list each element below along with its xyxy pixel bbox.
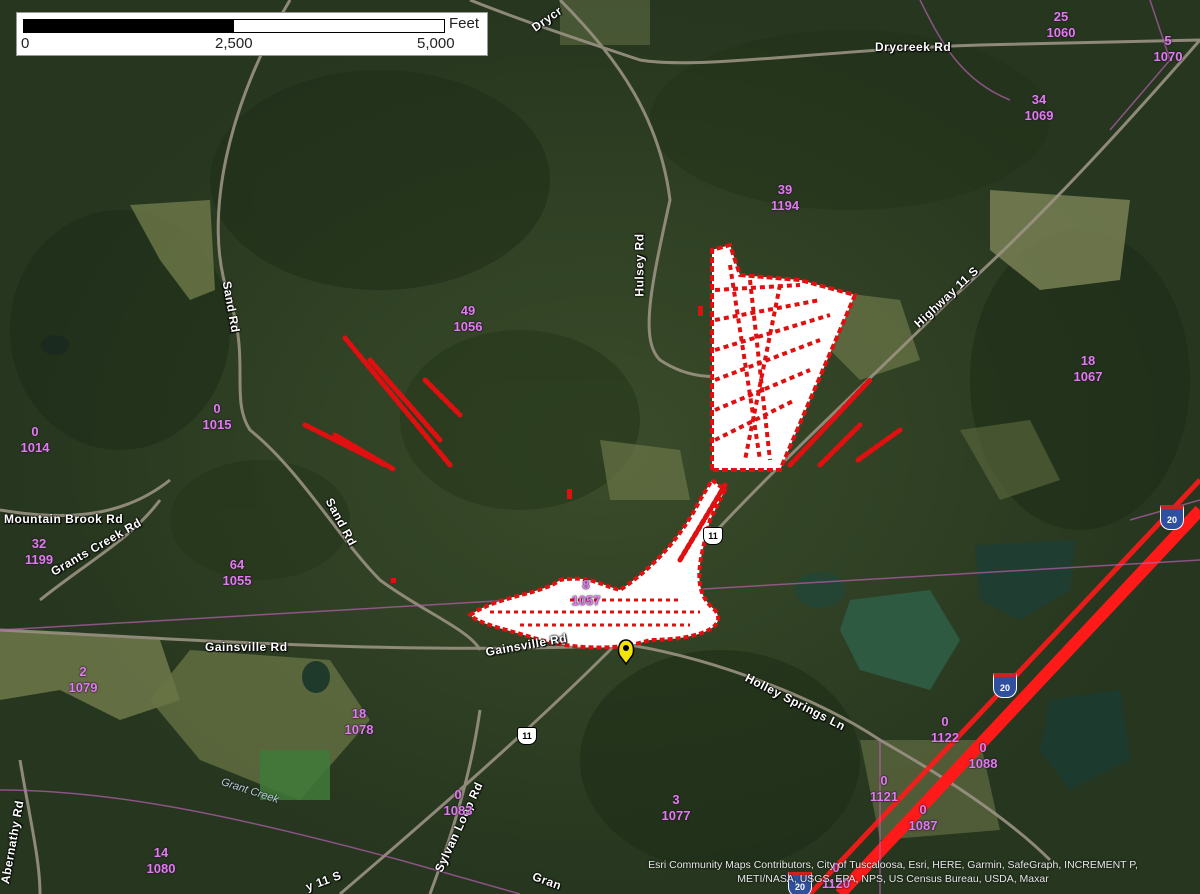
road-label-gainsville-1: Gainsville Rd <box>205 640 288 654</box>
scale-bar: Feet 0 2,500 5,000 <box>16 12 488 56</box>
road-label-mountain-brook: Mountain Brook Rd <box>4 512 124 526</box>
dispersion-plume <box>302 242 903 650</box>
road-label-drycreek: Drycreek Rd <box>875 40 952 54</box>
map-attribution: Esri Community Maps Contributors, City o… <box>648 859 1138 885</box>
scale-tick-2500: 2,500 <box>215 35 253 52</box>
i-20-shield-icon-2: 20 <box>993 673 1017 698</box>
scale-tick-0: 0 <box>21 35 30 52</box>
location-pin-icon[interactable] <box>617 639 635 666</box>
forest-texture <box>10 30 1190 870</box>
ponds <box>41 335 1130 790</box>
us-11-shield-icon: 11 <box>703 527 723 545</box>
road-label-hulsey: Hulsey Rd <box>632 233 647 297</box>
us-11-shield-icon-2: 11 <box>517 727 537 745</box>
scale-bar-graphic <box>23 19 445 33</box>
i-20-shield-icon-3: 20 <box>788 872 812 894</box>
scale-bar-unit: Feet <box>449 15 480 32</box>
scale-tick-5000: 5,000 <box>417 35 455 52</box>
i-20-shield-icon: 20 <box>1160 505 1184 530</box>
